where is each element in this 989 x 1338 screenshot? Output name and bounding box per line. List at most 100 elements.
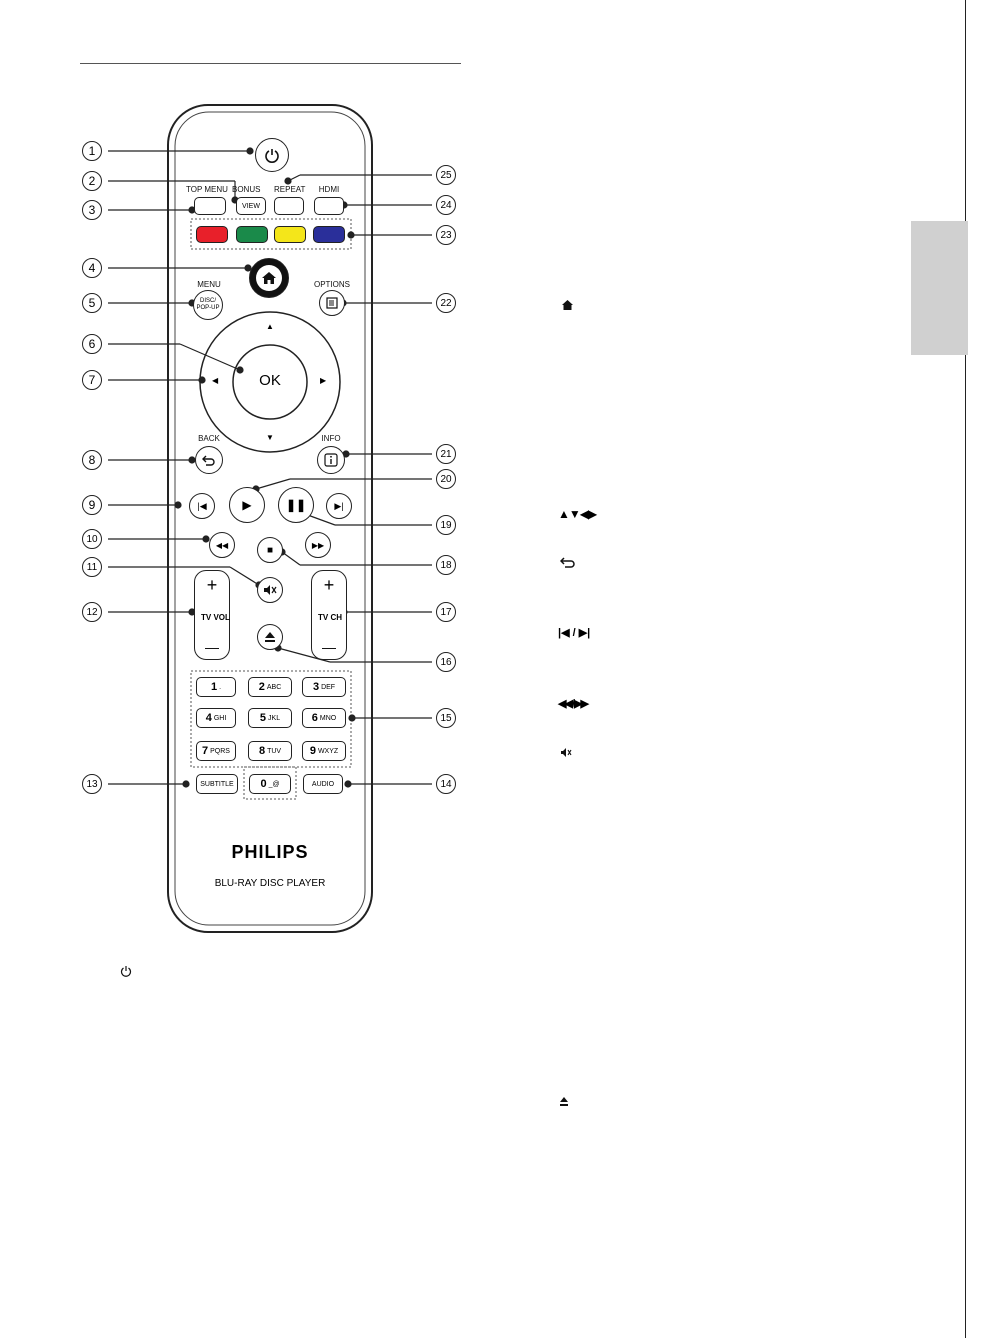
subtitle-button[interactable]: SUBTITLE <box>196 774 238 794</box>
callout-21: 21 <box>436 444 456 464</box>
callout-16: 16 <box>436 652 456 672</box>
numpad-key[interactable]: 0_@ <box>249 774 291 794</box>
tv-ch-rocker[interactable]: + TV CH — <box>311 570 347 660</box>
green-key[interactable] <box>236 226 268 243</box>
dpad-up[interactable]: ▲ <box>266 322 274 331</box>
menu-label: MENU <box>197 280 221 289</box>
info-icon <box>324 453 338 467</box>
callout-4: 4 <box>82 258 102 278</box>
pause-button[interactable]: ❚❚ <box>278 487 314 523</box>
previous-button[interactable]: |◀ <box>189 493 215 519</box>
numpad-key[interactable]: 1. <box>196 677 236 697</box>
callout-20: 20 <box>436 469 456 489</box>
eject-icon <box>265 632 275 642</box>
callout-5: 5 <box>82 293 102 313</box>
callout-15: 15 <box>436 708 456 728</box>
stop-button[interactable]: ■ <box>257 537 283 563</box>
fast-forward-icon: ▶▶ <box>311 540 325 550</box>
bonus-view-button[interactable]: VIEW <box>236 197 266 215</box>
hdmi-button[interactable] <box>314 197 344 215</box>
callout-10: 10 <box>82 529 102 549</box>
bonus-label: BONUS <box>232 185 261 194</box>
callout-9: 9 <box>82 495 102 515</box>
options-icon <box>326 297 338 309</box>
power-icon <box>120 964 132 980</box>
callout-14: 14 <box>436 774 456 794</box>
callout-19: 19 <box>436 515 456 535</box>
back-label: BACK <box>198 434 220 443</box>
ch-up-button[interactable]: + <box>323 575 335 595</box>
info-button[interactable] <box>317 446 345 474</box>
remote-inner-outline <box>174 111 366 926</box>
callout-23: 23 <box>436 225 456 245</box>
callout-7: 7 <box>82 370 102 390</box>
callout-2: 2 <box>82 171 102 191</box>
header-rule <box>80 63 461 64</box>
tv-ch-label: TV CH <box>318 613 342 622</box>
rewind-button[interactable]: ◀◀ <box>209 532 235 558</box>
yellow-key[interactable] <box>274 226 306 243</box>
brand-logo: PHILIPS <box>231 842 309 862</box>
mute-icon <box>264 585 277 595</box>
prev-next-icon: |◀ / ▶| <box>558 627 591 639</box>
ok-circle <box>232 344 308 420</box>
play-button[interactable]: ▶ <box>229 487 265 523</box>
callout-17: 17 <box>436 602 456 622</box>
disc-popup-button[interactable]: DISC/ POP-UP <box>193 290 223 320</box>
callout-24: 24 <box>436 195 456 215</box>
callout-1: 1 <box>82 141 102 161</box>
color-keys-frame <box>190 218 352 250</box>
power-icon <box>265 149 279 163</box>
repeat-label: REPEAT <box>274 185 306 194</box>
stop-icon: ■ <box>266 544 274 556</box>
next-button[interactable]: ▶| <box>326 493 352 519</box>
eject-icon <box>559 1095 569 1111</box>
rewind-icon: ◀◀ <box>215 540 229 550</box>
options-button[interactable] <box>319 290 345 316</box>
dpad-right[interactable]: ▶ <box>320 376 327 385</box>
eject-button[interactable] <box>257 624 283 650</box>
dpad-left[interactable]: ◀ <box>212 376 219 385</box>
ch-down-button[interactable]: — <box>322 639 336 655</box>
callout-3: 3 <box>82 200 102 220</box>
back-arrow-icon <box>202 455 215 466</box>
home-button[interactable] <box>249 258 289 298</box>
vol-up-button[interactable]: + <box>206 575 218 595</box>
callout-13: 13 <box>82 774 102 794</box>
back-arrow-icon <box>559 556 576 572</box>
top-menu-button[interactable] <box>194 197 226 215</box>
back-button[interactable] <box>195 446 223 474</box>
red-key[interactable] <box>196 226 228 243</box>
audio-button[interactable]: AUDIO <box>303 774 343 794</box>
fast-forward-button[interactable]: ▶▶ <box>305 532 331 558</box>
page-edge-line <box>965 0 966 1338</box>
info-label: INFO <box>321 434 341 443</box>
pause-icon: ❚❚ <box>285 498 307 512</box>
callout-18: 18 <box>436 555 456 575</box>
home-icon <box>561 298 574 314</box>
callout-12: 12 <box>82 602 102 622</box>
tv-vol-rocker[interactable]: + TV VOL — <box>194 570 230 660</box>
dpad-down[interactable]: ▼ <box>266 433 274 442</box>
play-icon: ▶ <box>242 498 252 512</box>
next-icon: ▶| <box>334 500 344 511</box>
callout-11: 11 <box>82 557 102 577</box>
callout-22: 22 <box>436 293 456 313</box>
top-menu-label: TOP MENU <box>186 185 228 194</box>
repeat-button[interactable] <box>274 197 304 215</box>
nav-arrows-icon: ▲▼◀▶ <box>558 507 597 521</box>
vol-down-button[interactable]: — <box>205 639 219 655</box>
power-button[interactable] <box>255 138 289 172</box>
blue-key[interactable] <box>313 226 345 243</box>
ok-button[interactable]: OK <box>259 372 281 389</box>
mute-button[interactable] <box>257 577 283 603</box>
